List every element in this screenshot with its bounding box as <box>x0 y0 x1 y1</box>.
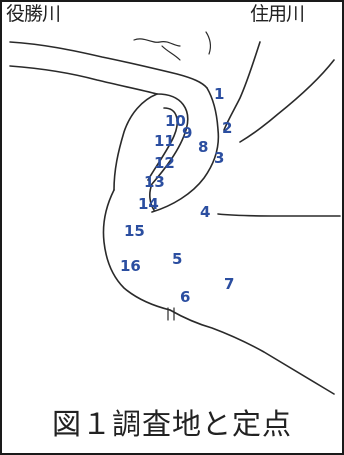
station-label-12: 12 <box>154 154 175 172</box>
hook-channel-inner <box>147 107 178 181</box>
station-label-3: 3 <box>214 149 224 167</box>
figure-caption: 図１調査地と定点 <box>51 407 292 441</box>
station-label-1: 1 <box>214 85 224 103</box>
station-label-5: 5 <box>172 250 182 268</box>
station-label-14: 14 <box>138 195 159 213</box>
station-label-7: 7 <box>224 275 234 293</box>
station-label-10: 10 <box>165 112 186 130</box>
hook-channel-outer <box>149 93 189 211</box>
station-label-15: 15 <box>124 222 145 240</box>
bay-south-coast <box>169 309 335 395</box>
station-label-16: 16 <box>120 257 141 275</box>
right-river-label: 住用川 <box>250 3 305 25</box>
estuary-creek <box>133 38 181 61</box>
pier <box>167 307 175 321</box>
station-label-8: 8 <box>198 138 208 156</box>
station-label-2: 2 <box>222 119 232 137</box>
station-label-4: 4 <box>200 203 210 221</box>
bay-east-shore <box>217 213 341 217</box>
left-river-upper-bank <box>9 41 208 89</box>
left-river-lower-bank <box>9 65 158 95</box>
right-river-west-bank <box>223 41 261 131</box>
estuary-creek-right <box>205 31 212 55</box>
station-label-11: 11 <box>154 132 175 150</box>
hook-channel-west <box>113 93 158 191</box>
right-river-east-bank <box>239 59 335 143</box>
main-channel-east-bank <box>151 87 220 213</box>
station-label-6: 6 <box>180 288 190 306</box>
bay-west-coast <box>102 189 171 311</box>
station-label-13: 13 <box>144 173 165 191</box>
left-river-label: 役勝川 <box>6 3 61 25</box>
station-label-9: 9 <box>182 124 192 142</box>
